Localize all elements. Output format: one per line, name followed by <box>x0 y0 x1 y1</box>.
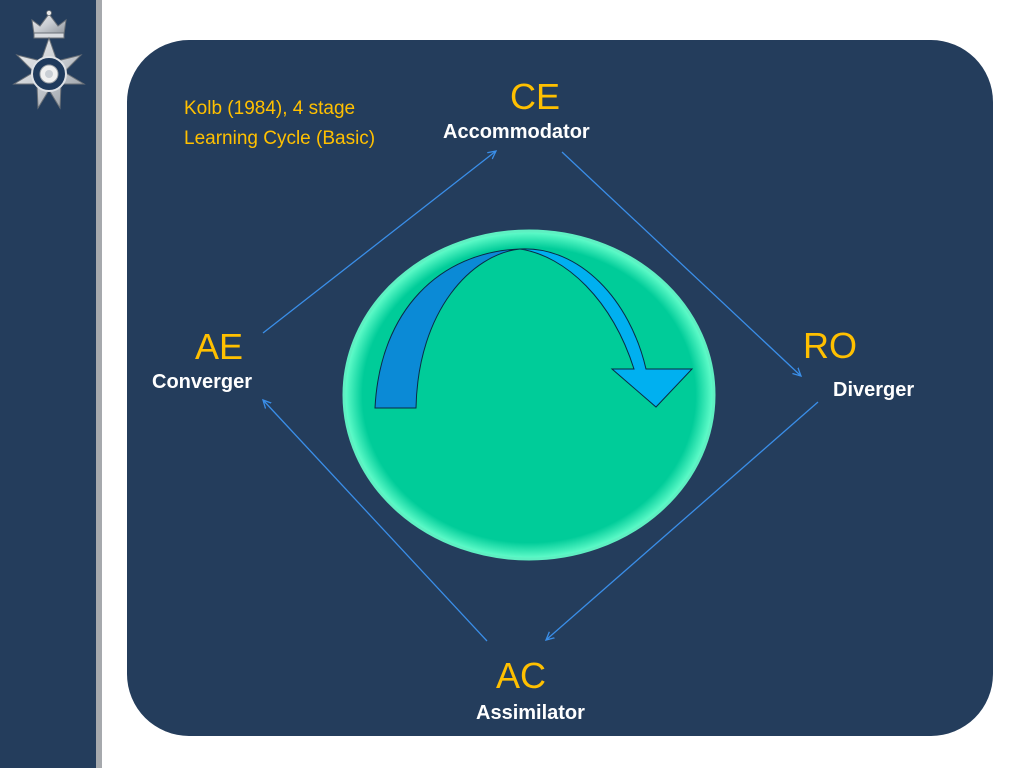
stage-code-ce: CE <box>510 76 561 117</box>
caption-line-1: Kolb (1984), 4 stage <box>184 98 356 119</box>
stage-style-assimilator: Assimilator <box>476 702 585 724</box>
connector-ac-to-ae <box>263 400 488 642</box>
stage-code-ac: AC <box>496 655 547 696</box>
stage-style-converger: Converger <box>152 371 253 393</box>
curved-cycle-arrow-icon <box>374 248 694 409</box>
stage-code-ae: AE <box>195 326 244 367</box>
stage-style-diverger: Diverger <box>833 379 915 401</box>
connector-ce-to-ro <box>561 151 801 376</box>
connector-ae-to-ce <box>262 151 496 334</box>
sidebar-band <box>0 0 96 768</box>
sidebar-divider <box>96 0 102 768</box>
diagram-caption: Kolb (1984), 4 stage Learning Cycle (Bas… <box>184 94 375 154</box>
caption-line-2: Learning Cycle (Basic) <box>184 128 376 149</box>
police-badge-icon <box>12 10 86 110</box>
star-emblem <box>12 36 86 110</box>
stage-style-accommodator: Accommodator <box>443 121 590 143</box>
connector-ro-to-ac <box>546 401 819 640</box>
stage-code-ro: RO <box>803 325 857 366</box>
